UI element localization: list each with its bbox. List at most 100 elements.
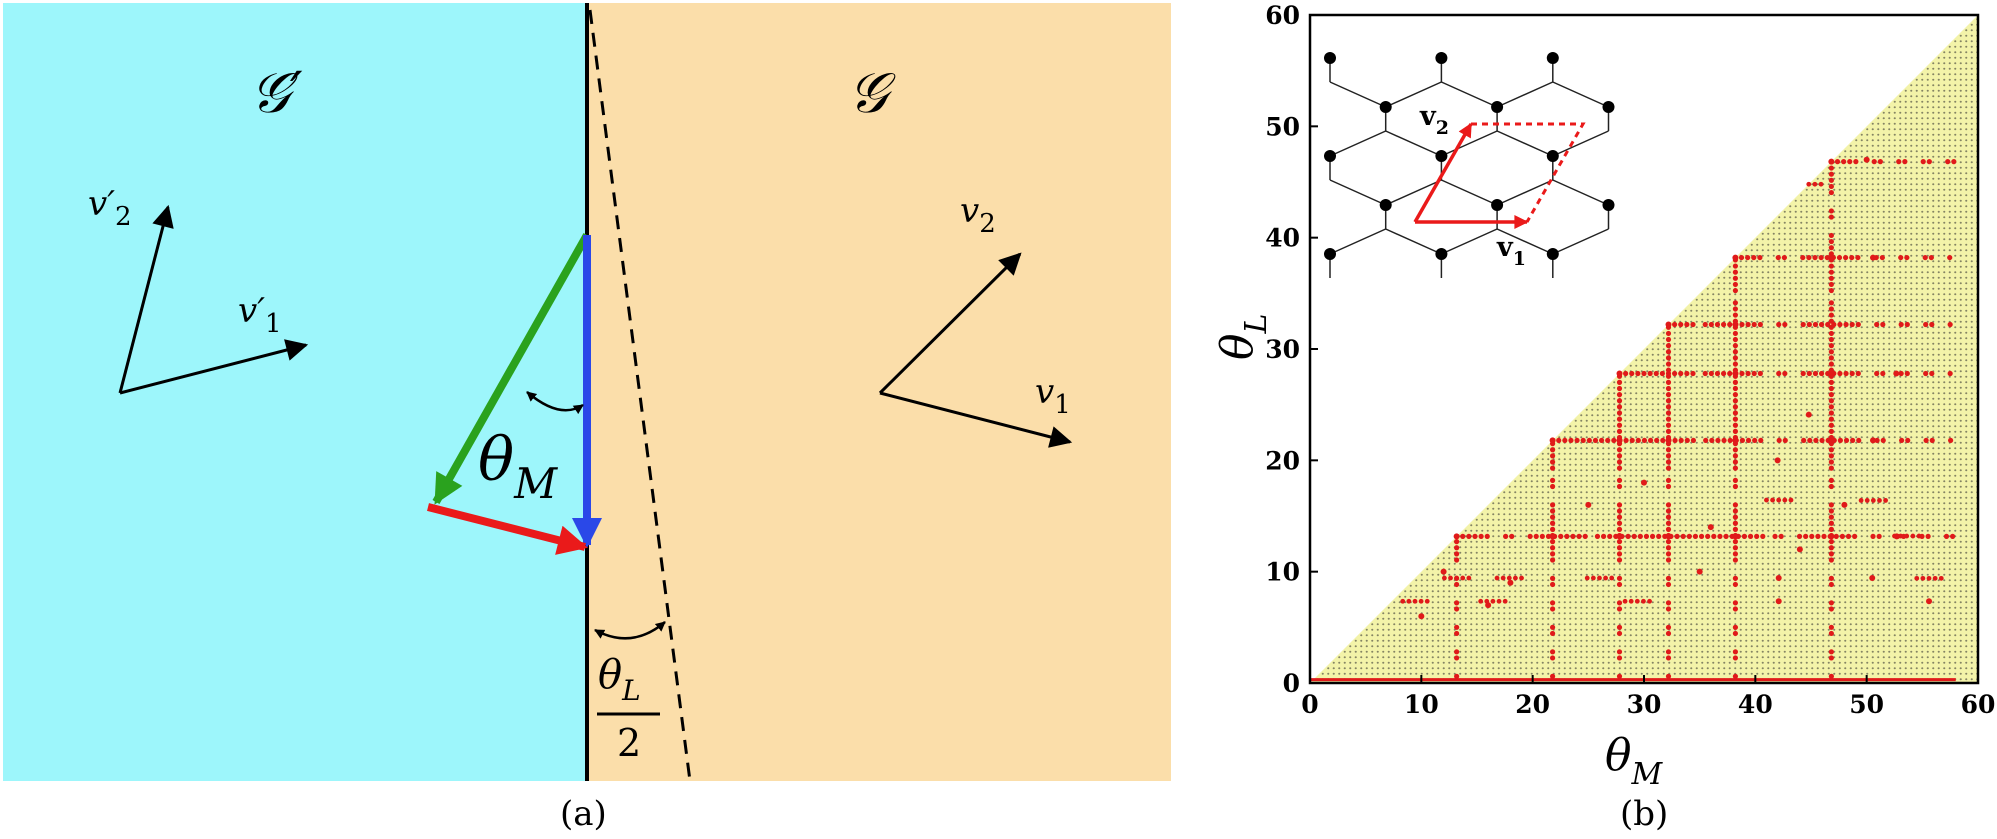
- data-point: [1828, 263, 1834, 269]
- data-point: [1782, 437, 1788, 444]
- data-point: [1616, 453, 1623, 459]
- data-point: [1665, 557, 1672, 563]
- data-point: [1616, 502, 1623, 508]
- data-point: [1623, 370, 1629, 377]
- lattice-edge: [1329, 228, 1387, 255]
- x-tick-label: 20: [1515, 690, 1550, 719]
- data-point: [1665, 483, 1672, 490]
- data-point: [1828, 508, 1834, 514]
- lattice-edge: [1496, 179, 1554, 206]
- data-point: [1732, 416, 1739, 422]
- data-point: [1665, 581, 1672, 588]
- data-point: [1732, 477, 1739, 483]
- data-point: [1732, 459, 1739, 465]
- data-point: [1853, 159, 1859, 165]
- data-point: [1665, 349, 1672, 355]
- data-point: [1732, 300, 1739, 306]
- data-point: [1570, 533, 1576, 539]
- left-grain-region: [3, 3, 587, 781]
- data-point: [1665, 410, 1672, 416]
- lattice-node: [1491, 101, 1504, 113]
- lattice-edge: [1496, 228, 1554, 255]
- lattice-edge: [1385, 130, 1442, 157]
- data-point: [1774, 457, 1781, 464]
- data-point: [1904, 254, 1910, 261]
- data-point: [1876, 533, 1882, 539]
- data-point: [1672, 370, 1678, 377]
- data-point: [1732, 673, 1739, 679]
- data-point: [1478, 533, 1484, 539]
- panel-b-caption: (b): [1620, 794, 1668, 834]
- data-point: [1752, 437, 1758, 444]
- data-point: [1703, 437, 1709, 444]
- data-point: [1665, 428, 1672, 434]
- data-point: [1665, 508, 1672, 514]
- data-point: [1641, 370, 1647, 377]
- data-point: [1938, 575, 1944, 581]
- data-point: [1898, 533, 1904, 539]
- data-point: [1833, 533, 1839, 539]
- data-point: [1828, 385, 1834, 392]
- data-point: [1732, 269, 1739, 275]
- data-point: [1732, 533, 1739, 540]
- data-point: [1951, 159, 1957, 165]
- data-point: [1448, 575, 1453, 581]
- data-point: [1665, 373, 1672, 379]
- data-point: [1925, 533, 1931, 539]
- data-point: [1665, 539, 1672, 545]
- data-point: [1898, 321, 1904, 328]
- data-point: [1656, 533, 1662, 539]
- data-point: [1723, 533, 1729, 539]
- data-point: [1843, 437, 1850, 444]
- data-point: [1678, 370, 1684, 377]
- data-point: [1776, 321, 1782, 328]
- data-point: [1472, 533, 1478, 539]
- data-point: [1732, 254, 1739, 261]
- data-point: [1920, 159, 1926, 165]
- data-point: [1828, 355, 1834, 361]
- data-point: [1466, 533, 1472, 539]
- right-vector-v2-label: v2: [960, 191, 996, 239]
- data-point: [1406, 598, 1412, 604]
- data-point: [1864, 498, 1870, 503]
- data-point: [1923, 321, 1929, 328]
- data-point: [1828, 575, 1834, 581]
- data-point: [1806, 321, 1812, 328]
- data-point: [1665, 465, 1672, 471]
- data-point: [1665, 630, 1672, 637]
- data-point: [1549, 459, 1556, 465]
- data-point: [1904, 321, 1910, 328]
- data-point: [1732, 275, 1739, 281]
- data-point: [1892, 533, 1897, 539]
- data-point: [1629, 370, 1635, 377]
- data-point: [1576, 533, 1582, 539]
- data-point: [1665, 437, 1672, 444]
- data-point: [1616, 477, 1623, 483]
- data-point: [1732, 330, 1739, 337]
- data-point: [1877, 498, 1882, 503]
- data-point: [1812, 254, 1818, 261]
- data-point: [1828, 551, 1834, 557]
- data-point: [1732, 392, 1739, 398]
- left-vector-v2-label: v′2: [88, 184, 131, 232]
- data-point: [1813, 437, 1819, 444]
- panel-a-caption: (a): [560, 794, 607, 834]
- data-point: [1828, 189, 1834, 196]
- lattice-edge: [1385, 81, 1442, 108]
- lattice-node: [1435, 248, 1448, 260]
- data-point: [1584, 575, 1590, 581]
- data-point: [1586, 437, 1592, 444]
- data-point: [1412, 598, 1418, 604]
- data-point: [1418, 598, 1424, 604]
- data-point: [1616, 630, 1623, 637]
- data-point: [1738, 254, 1745, 261]
- data-point: [1818, 181, 1824, 187]
- data-point: [1732, 263, 1739, 269]
- red-arrow: [427, 503, 588, 555]
- data-point: [1732, 321, 1739, 328]
- data-point: [1665, 330, 1672, 337]
- data-point: [1665, 453, 1672, 459]
- y-tick-label: 10: [1265, 558, 1300, 587]
- data-point: [1635, 437, 1641, 444]
